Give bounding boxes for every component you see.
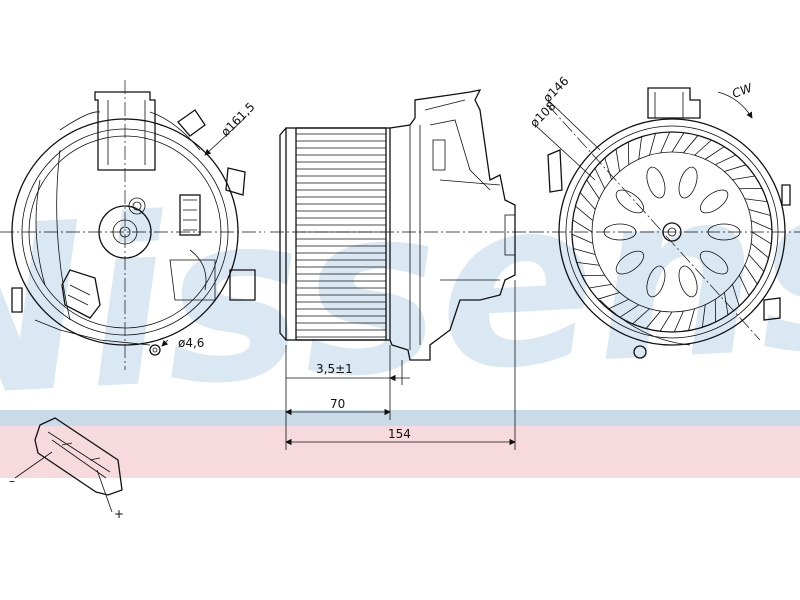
connector-minus-label: – xyxy=(9,474,15,488)
outer-diameter-label: ø161,5 xyxy=(218,100,257,139)
rear-view xyxy=(530,87,800,359)
connector-detail xyxy=(14,417,123,513)
rotor-width-dimension-label: 70 xyxy=(330,397,345,411)
side-view xyxy=(270,89,530,450)
rotor-outer-diameter-label: ø146 xyxy=(540,74,571,105)
blue-band xyxy=(0,410,800,426)
total-width-dimension-label: 154 xyxy=(388,427,411,441)
pink-band xyxy=(0,426,800,478)
rotation-direction-label: CW xyxy=(730,80,755,100)
rotor-inner-diameter-label: ø108 xyxy=(527,99,558,130)
connector-plus-label: + xyxy=(114,507,124,521)
watermark-logo: Nissens xyxy=(0,132,800,451)
front-view xyxy=(0,80,265,370)
offset-dimension-label: 3,5±1 xyxy=(316,362,353,376)
hole-diameter-label: ø4,6 xyxy=(178,336,204,350)
